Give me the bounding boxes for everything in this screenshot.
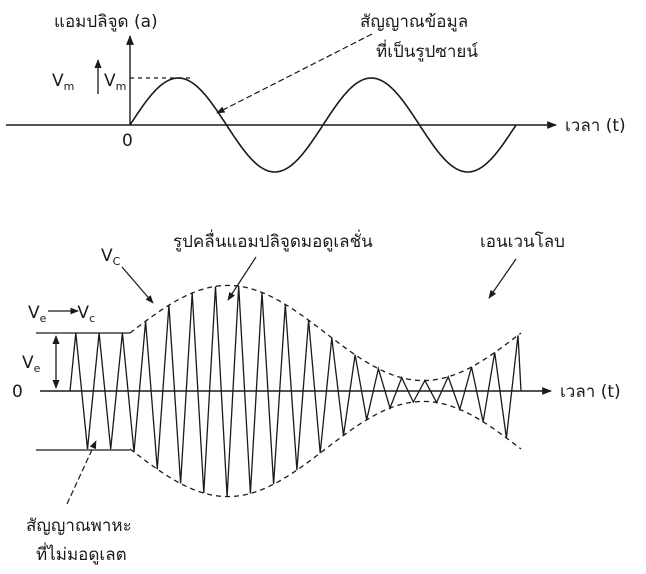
vm-left-label: Vm (52, 71, 74, 93)
vc-pointer (121, 266, 154, 304)
modulated-wave-label: รูปคลื่นแอมปลิจูดมอดูเลชั่น (173, 229, 373, 252)
lower-envelope (129, 400, 522, 498)
carrier-label-line2: ที่ไม่มอดูเลต (36, 542, 127, 565)
am-modulated-waveform (69, 286, 522, 497)
top-wave-pointer (216, 33, 373, 114)
envelope-label: เอนเวนโลบ (480, 231, 565, 252)
carrier-label-line1: สัญญาณพาหะ (26, 516, 132, 536)
bottom-time-label: เวลา (t) (560, 382, 621, 402)
top-wave-label-line2: ที่เป็นรูปซายน์ (376, 39, 478, 62)
sine-data-signal (129, 77, 517, 173)
bottom-panel: VC รูปคลื่นแอมปลิจูดมอดูเลชั่น เอนเวนโลบ… (12, 229, 621, 565)
top-origin-label: 0 (122, 131, 133, 151)
modulated-wave-pointer (227, 256, 257, 301)
top-y-axis-label: แอมปลิจูด (a) (54, 12, 158, 32)
upper-envelope (129, 284, 522, 382)
top-time-label: เวลา (t) (565, 116, 626, 136)
top-wave-label-line1: สัญญาณข้อมูล (360, 12, 468, 32)
envelope-pointer (488, 258, 517, 299)
top-panel: แอมปลิจูด (a) สัญญาณข้อมูล ที่เป็นรูปซาย… (6, 12, 626, 173)
bottom-origin-label: 0 (12, 382, 23, 402)
ve-label: Ve (22, 353, 41, 375)
vm-right-label: Vm (104, 71, 126, 93)
carrier-pointer (66, 440, 97, 505)
vc-label: VC (101, 246, 121, 268)
